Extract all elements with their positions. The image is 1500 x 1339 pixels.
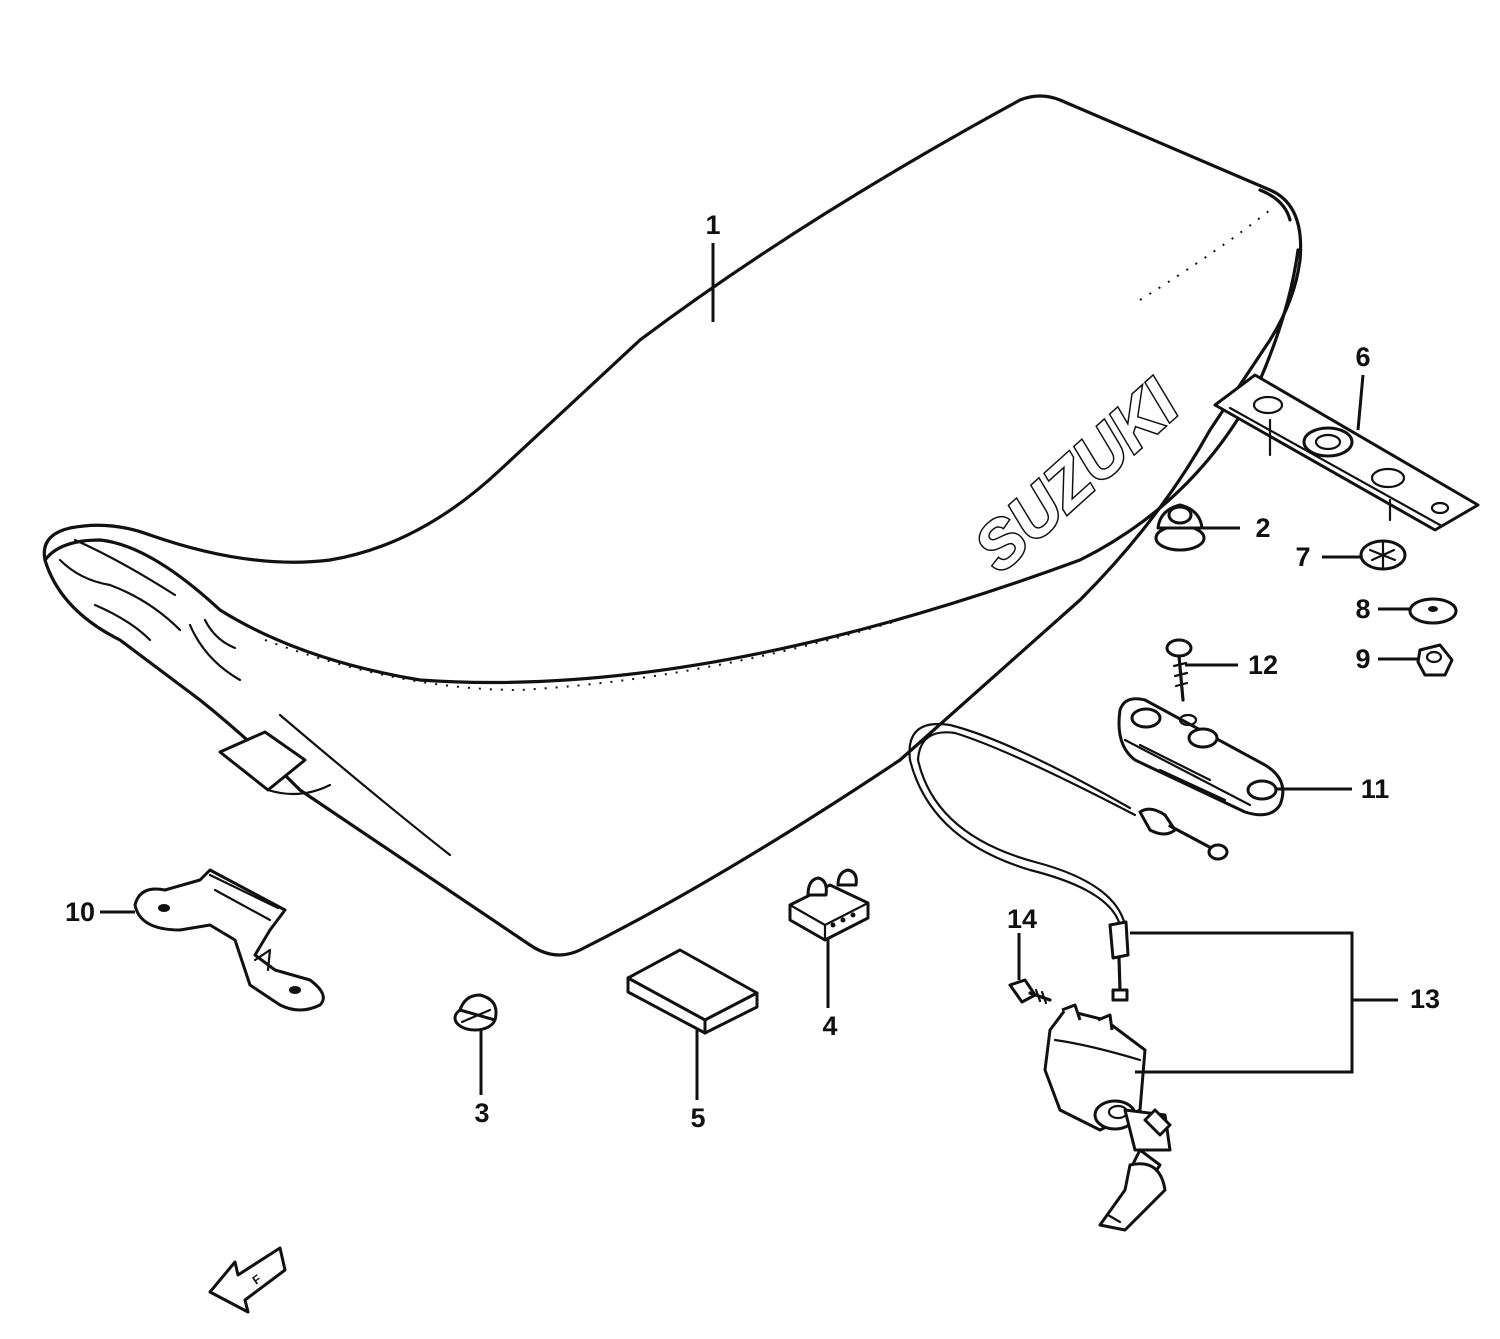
label-2: 2: [1255, 513, 1270, 543]
label-14: 14: [1007, 904, 1037, 934]
part-12-screw: [1165, 638, 1193, 702]
front-direction-arrow-icon: F: [208, 1246, 287, 1314]
label-12: 12: [1248, 650, 1278, 680]
label-11: 11: [1361, 774, 1390, 804]
part-4-cushion-block: [788, 868, 870, 942]
part-number-labels: 1 2 3 4 5 6 7 8 9 10 11 12 13 14: [65, 210, 1440, 1133]
label-4: 4: [822, 1011, 837, 1041]
label-3: 3: [474, 1098, 489, 1128]
brand-logo-text: SUZUKI: [960, 365, 1193, 585]
label-10: 10: [65, 897, 95, 927]
part-13-ignition-switch: [1043, 1003, 1172, 1232]
part-3-clip: [453, 993, 498, 1032]
seat: SUZUKI: [42, 94, 1303, 957]
leader-lines: [100, 243, 1418, 1100]
label-6: 6: [1355, 342, 1370, 372]
part-13-cable: [908, 722, 1229, 1002]
label-7: 7: [1295, 542, 1310, 572]
part-7-grommet: [1359, 539, 1407, 571]
part-9-nut: [1416, 643, 1454, 677]
part-5-pad: [626, 948, 759, 1035]
label-13: 13: [1410, 984, 1440, 1014]
label-1: 1: [705, 210, 720, 240]
part-10-bracket: [133, 868, 325, 1012]
part-11-lock-bracket: [1117, 697, 1285, 817]
part-14-bolt: [1008, 978, 1052, 1005]
part-6-bracket: [1213, 373, 1480, 532]
label-9: 9: [1355, 644, 1370, 674]
label-8: 8: [1355, 594, 1370, 624]
label-5: 5: [690, 1103, 705, 1133]
part-8-washer: [1408, 597, 1458, 625]
part-2-cushion: [1154, 503, 1206, 552]
